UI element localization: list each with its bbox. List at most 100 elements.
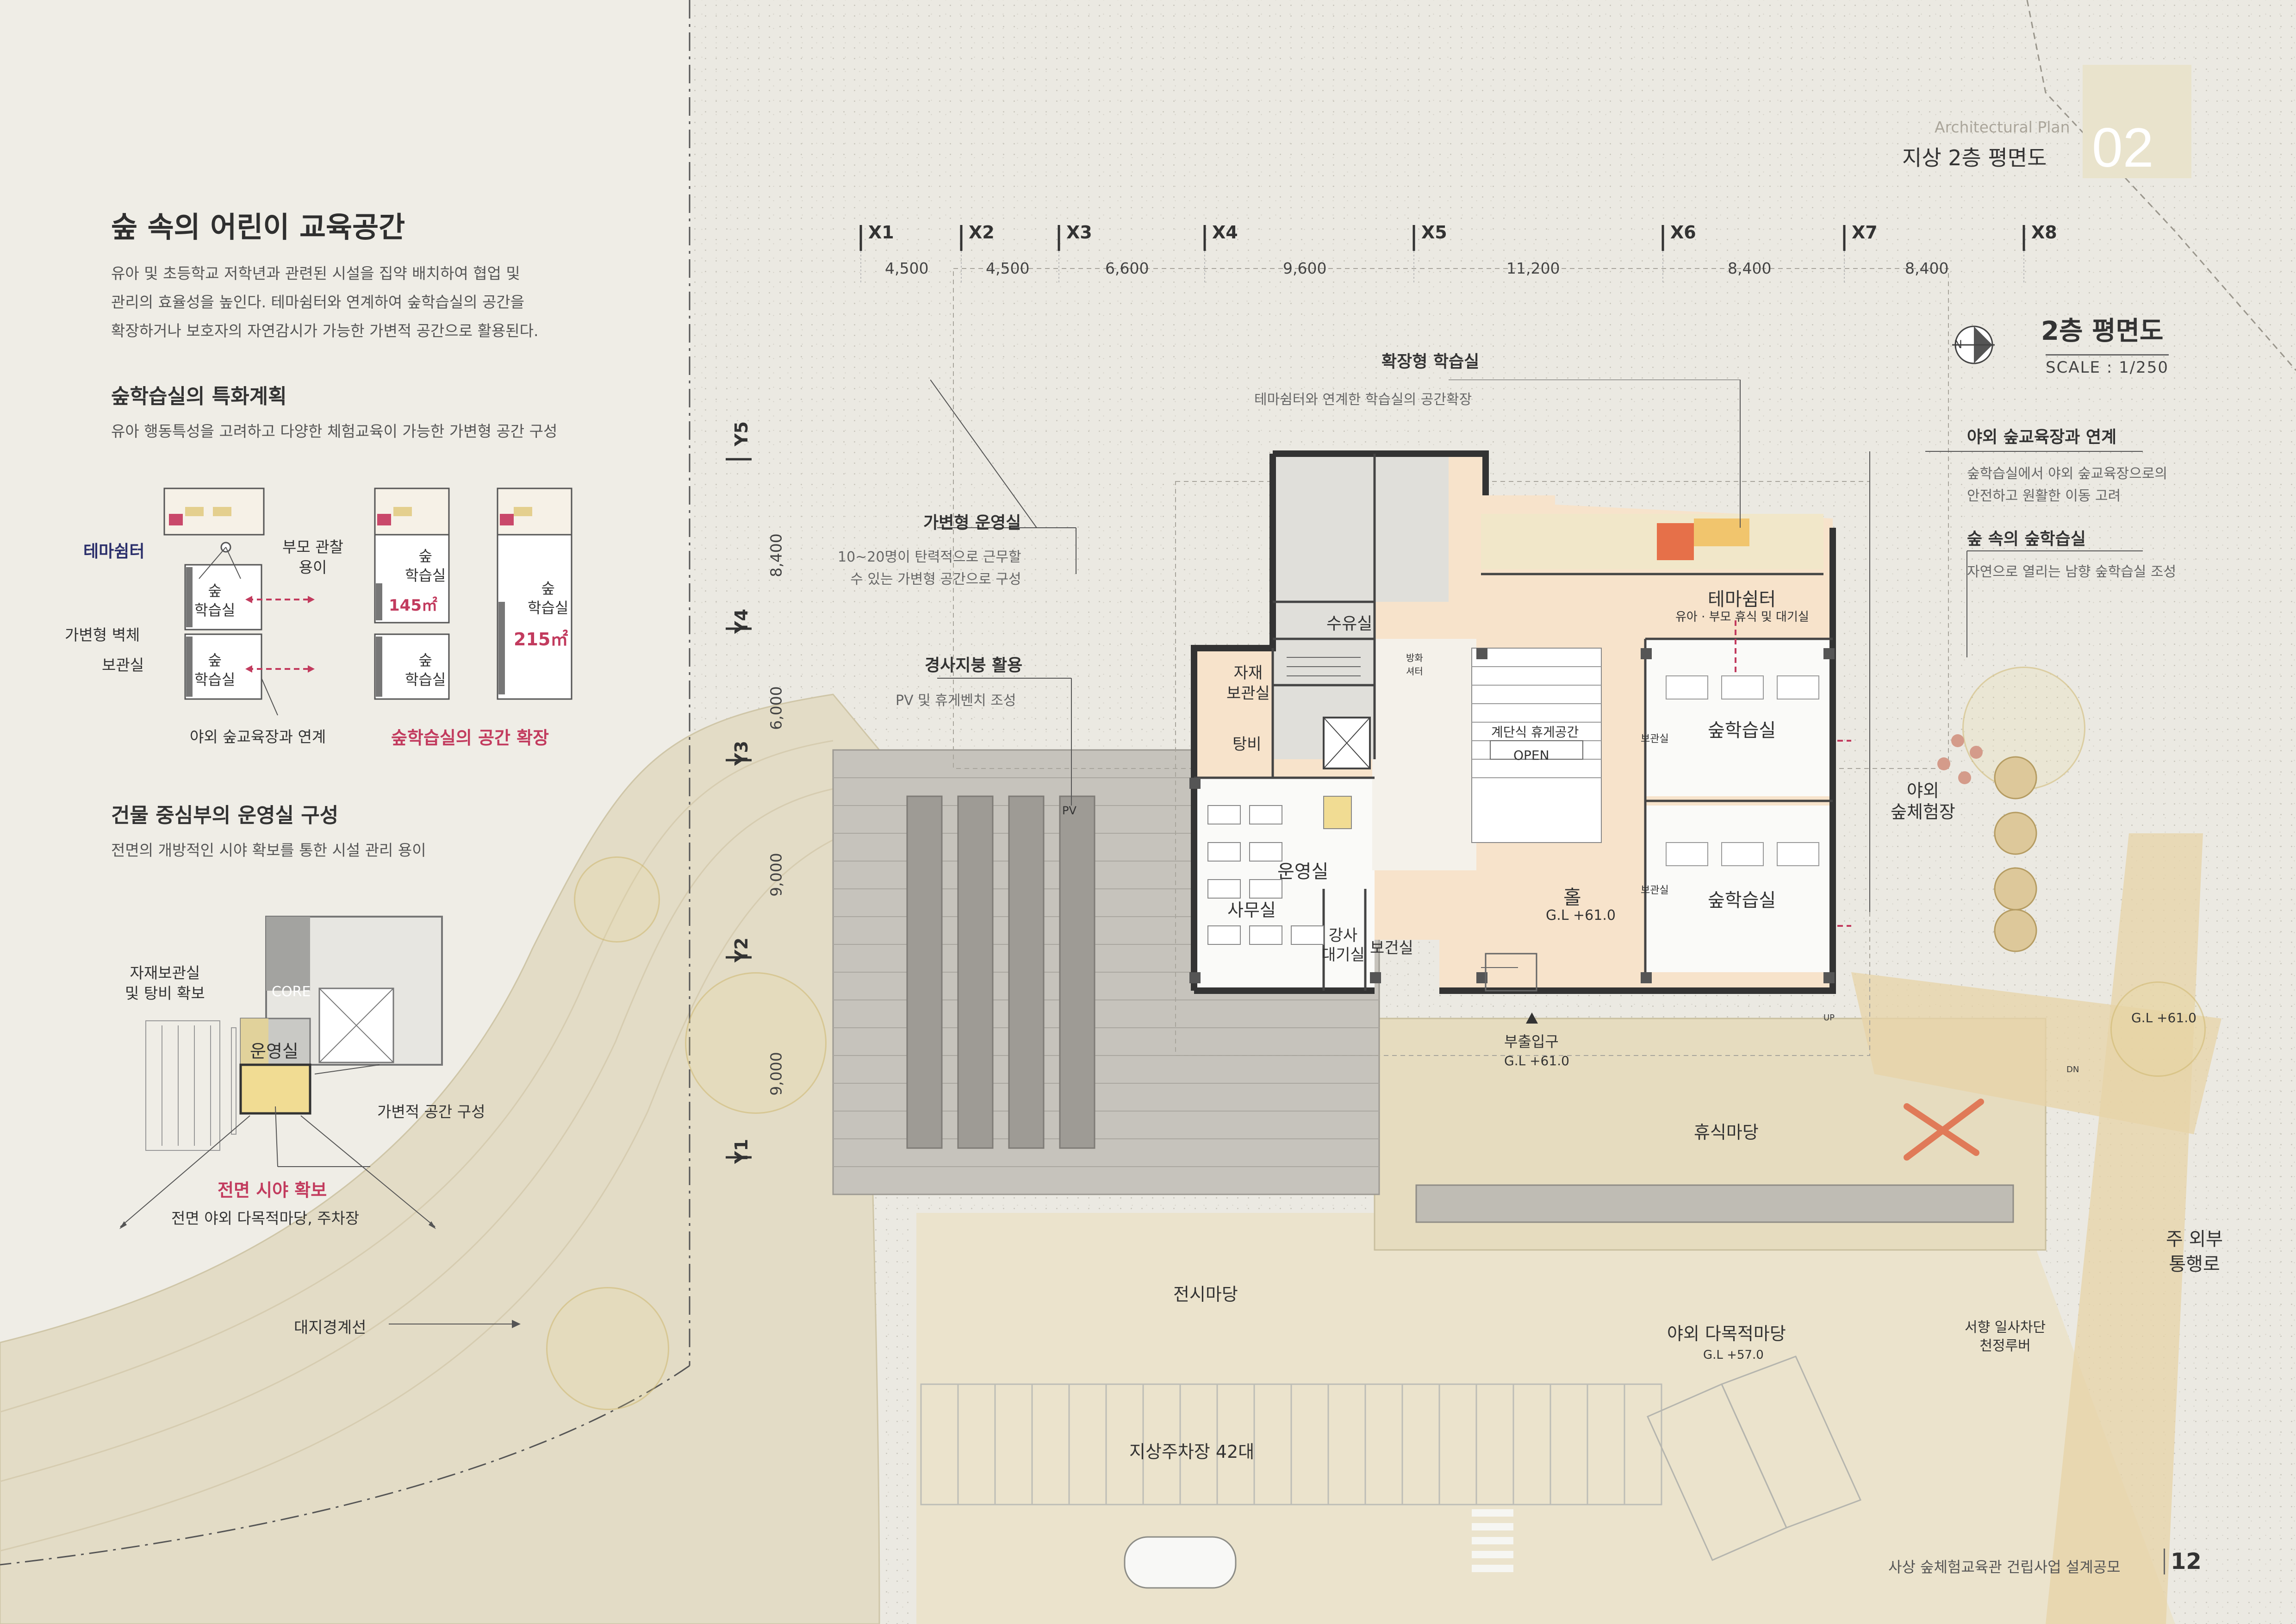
label-office: 운영실 xyxy=(250,1041,299,1062)
room-storage-small: 보관실 xyxy=(1641,733,1669,745)
section2-heading: 건물 중심부의 운영실 구성 xyxy=(111,804,339,827)
label-front-view: 전면 시야 확보 xyxy=(218,1180,327,1200)
axis-y5: Y5 xyxy=(731,421,752,446)
plan-title: 지상 2층 평면도 xyxy=(1902,145,2047,170)
room-nursing: 수유실 xyxy=(1326,614,1373,633)
axis-y4: Y4 xyxy=(731,609,752,634)
main-road: 주 외부 통행로 xyxy=(2166,1229,2223,1275)
dim-y: 9,000 xyxy=(767,1052,785,1096)
intro-line: 확장하거나 보호자의 자연감시가 가능한 가변적 공간으로 활용된다. xyxy=(111,322,539,340)
room-storage: 자재 보관실 xyxy=(1226,664,1270,703)
classroom-diagrams xyxy=(163,487,572,716)
right-gl: G.L +61.0 xyxy=(2131,1010,2196,1025)
label-outdoor-link: 야외 숲교육장과 연계 xyxy=(190,728,326,746)
sub-entry: 부출입구 xyxy=(1504,1033,1559,1050)
tree-canopy xyxy=(2110,981,2206,1077)
intro-line: 관리의 효율성을 높인다. 테마쉼터와 연계하여 숲학습실의 공간을 xyxy=(111,293,525,311)
footer-page: 12 xyxy=(2164,1549,2202,1574)
room-label: 숲 학습실 xyxy=(194,651,236,688)
section1-sub: 유아 행동특성을 고려하고 다양한 체험교육이 가능한 가변형 공간 구성 xyxy=(111,422,558,440)
room-health: 보건실 xyxy=(1370,939,1413,957)
axis-x7: X7 xyxy=(1852,222,1878,243)
room-pantry: 탕비 xyxy=(1232,735,1262,754)
dim-x: 8,400 xyxy=(1728,259,1772,277)
dim-x: 9,600 xyxy=(1283,259,1327,277)
louver-label: 서향 일사차단 천정루버 xyxy=(1965,1319,2046,1354)
callout-variable-office: 가변형 운영실 xyxy=(923,513,1021,532)
hall-gl: G.L +61.0 xyxy=(1546,907,1616,924)
axis-x6: X6 xyxy=(1670,222,1696,243)
label-expansion: 숲학습실의 공간 확장 xyxy=(391,728,549,748)
floor-plan xyxy=(1189,450,1851,994)
callout-forest-classroom-sub: 자연으로 열리는 남향 숲학습실 조성 xyxy=(1967,564,2177,580)
callout-leaders xyxy=(930,380,2143,912)
callout-expanded-classroom: 확장형 학습실 xyxy=(1381,352,1480,371)
label-storage: 보관실 xyxy=(102,656,144,674)
room-hall: 홀 xyxy=(1563,886,1581,909)
left-title: 숲 속의 어린이 교육공간 xyxy=(111,210,405,244)
axis-x1: X1 xyxy=(868,222,894,243)
site-boundary-arrow xyxy=(389,1320,521,1328)
label-theme-shelter: 테마쉼터 xyxy=(83,542,145,561)
axis-x8: X8 xyxy=(2031,222,2057,243)
dim-x: 4,500 xyxy=(885,259,929,277)
callout-expanded-classroom-sub: 테마쉼터와 연계한 학습실의 공간확장 xyxy=(1254,392,1472,408)
tree-canopy xyxy=(685,972,827,1114)
outdoor-experience: 야외 숲체험장 xyxy=(1891,781,1955,822)
plan-scale: SCALE : 1/250 xyxy=(2046,354,2169,377)
plan-heading: 2층 평면도 xyxy=(2041,316,2164,346)
label-variable-space: 가변적 공간 구성 xyxy=(377,1103,485,1121)
label-front-view-sub: 전면 야외 다목적마당, 주차장 xyxy=(171,1209,360,1227)
axis-y2: Y2 xyxy=(731,937,752,962)
room-forest-2: 숲학습실 xyxy=(1708,890,1776,911)
dim-y: 6,000 xyxy=(767,686,785,730)
callout-outdoor-link: 야외 숲교육장과 연계 xyxy=(1967,428,2117,447)
up-label: UP xyxy=(1823,1013,1835,1023)
intro-line: 유아 및 초등학교 저학년과 관련된 시설을 집약 배치하여 협업 및 xyxy=(111,264,520,282)
dim-x: 11,200 xyxy=(1506,259,1560,277)
area-215: 215㎡ xyxy=(514,629,568,650)
section2-sub: 전면의 개방적인 시야 확보를 통한 시설 관리 용이 xyxy=(111,841,426,859)
sub-entry-gl: G.L +61.0 xyxy=(1504,1053,1569,1068)
callout-outdoor-link-sub: 숲학습실에서 야외 숲교육장으로의 안전하고 원활한 이동 고려 xyxy=(1967,466,2168,504)
room-office: 운영실 xyxy=(1277,861,1329,882)
axis-y1: Y1 xyxy=(731,1139,752,1164)
room-label: 숲 학습실 xyxy=(405,547,446,584)
axis-x5: X5 xyxy=(1421,222,1447,243)
exhibit-yard: 전시마당 xyxy=(1173,1284,1238,1305)
outdoor-experience-platforms xyxy=(1937,734,2037,952)
category-en: Architectural Plan xyxy=(1935,118,2070,136)
axis-x2: X2 xyxy=(969,222,995,243)
callout-forest-classroom: 숲 속의 숲학습실 xyxy=(1967,530,2086,549)
room-label: 숲 학습실 xyxy=(194,582,236,619)
room-theme: 테마쉼터 xyxy=(1708,589,1776,610)
play-equipment-icon xyxy=(1904,1099,1984,1161)
tree-canopy xyxy=(546,1287,669,1410)
north-arrow-icon xyxy=(1952,325,1995,364)
axis-y3: Y3 xyxy=(731,741,752,766)
section1-heading: 숲학습실의 특화계획 xyxy=(111,385,287,408)
callout-variable-office-sub: 10~20명이 탄력적으로 근무할 수 있는 가변형 공간으로 구성 xyxy=(838,549,1021,587)
plan-number: 02 xyxy=(2092,117,2154,179)
label-variable-wall: 가변형 벽체 xyxy=(65,626,140,644)
dim-x: 8,400 xyxy=(1905,259,1949,277)
dim-y: 9,000 xyxy=(767,853,785,897)
dim-x: 6,600 xyxy=(1105,259,1149,277)
label-storage-toilet: 자재보관실 및 탕비 확보 xyxy=(125,964,205,1002)
label-site-boundary: 대지경계선 xyxy=(294,1318,367,1337)
label-core: CORE xyxy=(272,984,311,1000)
intro-paragraph: 유아 및 초등학교 저학년과 관련된 시설을 집약 배치하여 협업 및 관리의 … xyxy=(111,259,657,345)
axis-x3: X3 xyxy=(1066,222,1092,243)
room-stair-lounge: 계단식 휴게공간 xyxy=(1491,725,1579,740)
dn-label: DN xyxy=(2066,1065,2079,1074)
room-label: 숲 학습실 xyxy=(528,580,569,617)
room-fire-shutter: 방화 셔터 xyxy=(1406,652,1423,677)
rest-yard: 휴식마당 xyxy=(1694,1122,1759,1143)
multi-yard-gl: G.L +57.0 xyxy=(1703,1348,1764,1362)
dim-y: 8,400 xyxy=(767,533,785,577)
room-open: OPEN xyxy=(1513,748,1549,763)
room-theme-sub: 유아 · 부모 휴식 및 대기실 xyxy=(1675,610,1809,624)
callout-sloped-roof: 경사지붕 활용 xyxy=(925,656,1023,675)
axis-x4: X4 xyxy=(1212,222,1238,243)
